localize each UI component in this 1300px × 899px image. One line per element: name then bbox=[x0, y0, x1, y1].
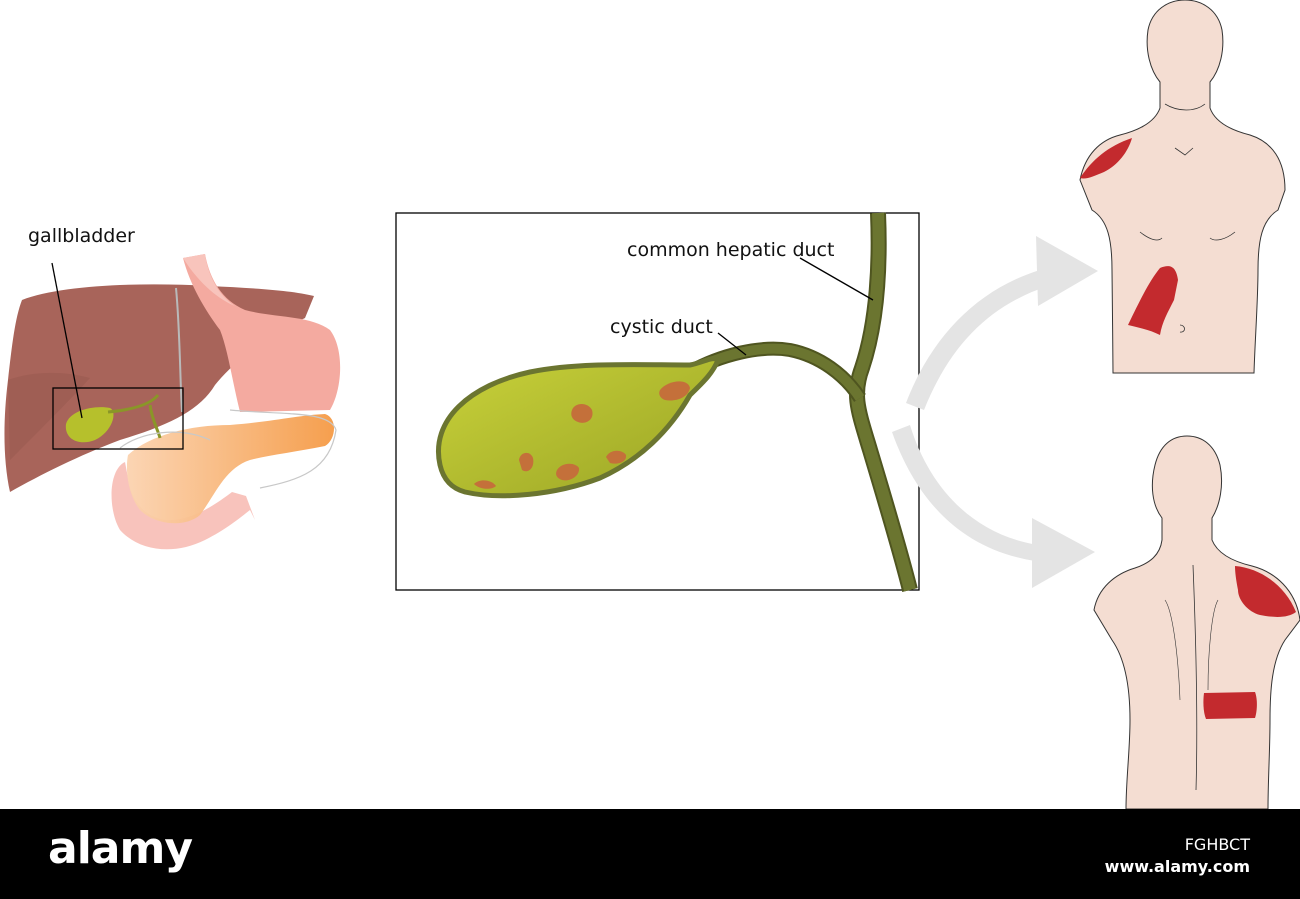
footer-image-id: FGHBCT bbox=[1184, 835, 1250, 854]
gallstone bbox=[519, 452, 534, 472]
vessel-line bbox=[175, 287, 183, 413]
duodenum bbox=[111, 462, 255, 550]
gallbladder-pointer bbox=[51, 262, 83, 419]
pancreas bbox=[126, 414, 335, 524]
gallstone bbox=[571, 404, 593, 423]
torso-front-clavicle bbox=[1174, 147, 1194, 156]
small-duct bbox=[107, 393, 162, 439]
gallbladder-small bbox=[65, 407, 114, 443]
gallbladder-large bbox=[436, 356, 722, 499]
gallbladder-label: gallbladder bbox=[28, 225, 135, 247]
torso-front-neck-line bbox=[1164, 103, 1206, 111]
pain-area-upper-abdomen bbox=[1128, 266, 1178, 335]
footer-bar: alamy FGHBCT www.alamy.com bbox=[0, 809, 1300, 899]
stomach-upper-shade bbox=[183, 254, 235, 306]
cystic-duct-pointer bbox=[717, 332, 747, 356]
arrow-down-shaft bbox=[892, 425, 1038, 561]
torso-front bbox=[1079, 0, 1286, 374]
torso-back-blade-right bbox=[1207, 599, 1219, 691]
torso-back-blade-left bbox=[1164, 599, 1181, 701]
arrows bbox=[892, 236, 1098, 588]
pain-area-back-band bbox=[1203, 692, 1257, 719]
zoom-panel: common hepatic duct cystic duct bbox=[395, 212, 920, 592]
common-hepatic-duct-fill bbox=[851, 212, 916, 592]
common-hepatic-duct-pointer bbox=[799, 257, 874, 301]
gallstone bbox=[659, 381, 690, 401]
torso-front-navel bbox=[1179, 324, 1185, 333]
torso-back bbox=[1093, 435, 1300, 809]
torso-back-spine bbox=[1192, 564, 1198, 791]
gallstone bbox=[556, 463, 580, 481]
cystic-duct-label: cystic duct bbox=[610, 316, 713, 338]
arrow-up-shaft bbox=[906, 270, 1048, 410]
torso-front-body bbox=[1079, 0, 1286, 374]
arrow-up-head bbox=[1036, 236, 1098, 306]
abdominal-organs: gallbladder bbox=[4, 225, 341, 550]
stomach bbox=[183, 254, 341, 412]
common-hepatic-duct-label: common hepatic duct bbox=[627, 239, 834, 261]
torso-front-chest-line bbox=[1139, 231, 1236, 241]
outline-lines bbox=[119, 409, 337, 489]
gallstone bbox=[474, 480, 496, 489]
footer-logo[interactable]: alamy bbox=[48, 823, 193, 874]
liver-lobe-shade bbox=[8, 372, 90, 460]
pain-area-right-shoulder-blade bbox=[1235, 566, 1296, 617]
pain-area-right-shoulder bbox=[1080, 138, 1132, 179]
arrow-down-head bbox=[1032, 518, 1095, 588]
footer-url[interactable]: www.alamy.com bbox=[1104, 857, 1250, 876]
gallstone bbox=[606, 450, 627, 464]
gallstones bbox=[474, 381, 690, 489]
gallbladder-pain-diagram: gallbladder common hepatic duct cystic d… bbox=[4, 0, 1300, 809]
zoom-box bbox=[52, 387, 184, 450]
